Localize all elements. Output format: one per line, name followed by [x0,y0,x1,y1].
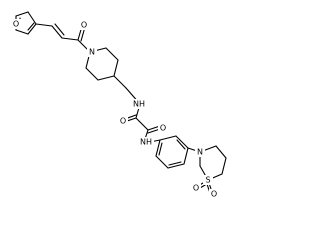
molecule-canvas: O O N NH O O NH N S O O [11,11,227,199]
furan-oxygen-label: O [13,20,19,29]
ketone-oxygen-label: O [81,21,87,30]
piperidine-ring [85,47,119,81]
oxalamide-core [123,103,161,143]
phenyl-ring [149,135,189,169]
ring-sulfur-label: S [205,176,210,185]
amide-oxygen-right-label: O [160,124,166,133]
amide-nh-lower-label: NH [140,138,152,147]
sulfonyl-oxygen-right-label: O [211,190,217,199]
molecule-structure: O O N NH O O NH N S O O [11,11,227,199]
piperidine-nitrogen-label: N [89,48,95,57]
amide-oxygen-left-label: O [120,117,126,126]
amide-nh-upper-label: NH [133,100,145,109]
ring-nitrogen-label: N [197,148,203,157]
sulfonyl-oxygen-left-label: O [193,184,199,193]
atom-labels: O O N NH O O NH N S O O [11,19,219,199]
